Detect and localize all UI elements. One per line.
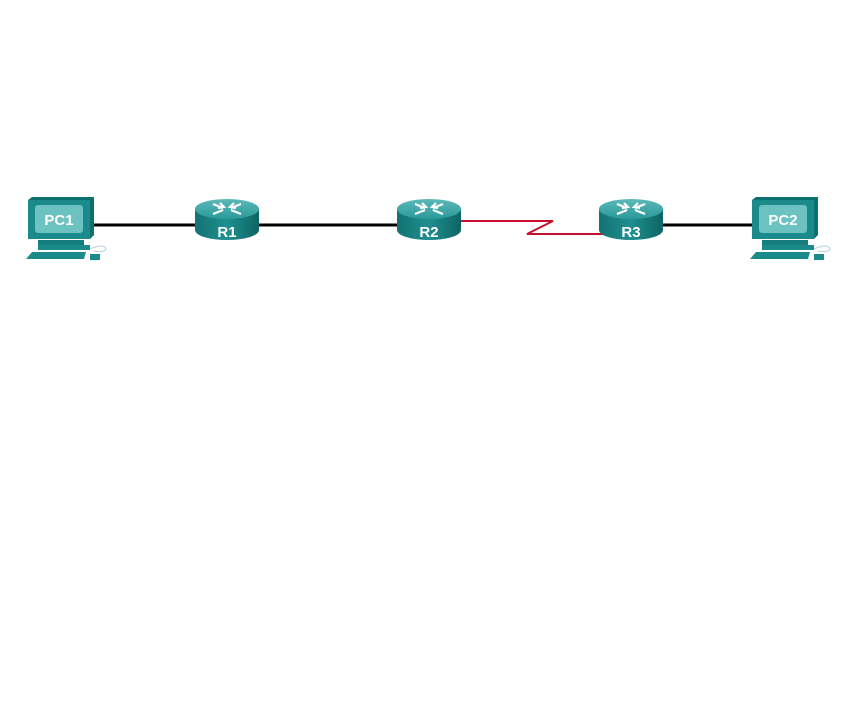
- r3-device[interactable]: R3: [597, 197, 665, 242]
- r1-label: R1: [217, 224, 236, 241]
- pc1-label: PC1: [44, 212, 73, 229]
- r3-label: R3: [621, 224, 640, 241]
- r1-device[interactable]: R1: [193, 197, 261, 242]
- pc2-label: PC2: [768, 212, 797, 229]
- link-r2-r3-serial: [455, 220, 605, 235]
- pc2-device[interactable]: PC2: [749, 196, 831, 261]
- r2-label: R2: [419, 224, 438, 241]
- r2-device[interactable]: R2: [395, 197, 463, 242]
- pc1-device[interactable]: PC1: [25, 196, 107, 261]
